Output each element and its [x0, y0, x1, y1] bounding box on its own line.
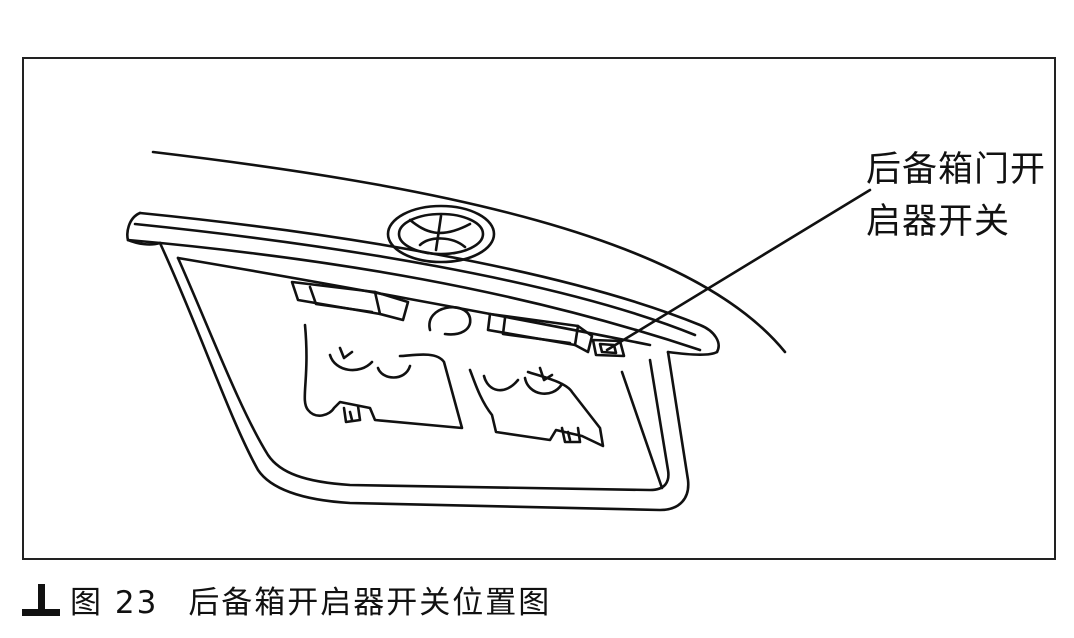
- callout-leader: [605, 188, 872, 352]
- lid-left-cap: [126, 211, 142, 242]
- callout-line-1: 后备箱门开: [866, 150, 1047, 190]
- lid-edge-lower: [126, 238, 702, 352]
- figure-frame: [22, 57, 1056, 560]
- figure-title: 后备箱开启器开关位置图: [188, 584, 552, 621]
- lid-lip-right: [666, 350, 719, 356]
- license-light-left: [290, 280, 410, 322]
- bracket-left: [303, 323, 464, 430]
- section-mark-icon: [22, 580, 60, 618]
- lid-lip-left: [126, 238, 162, 246]
- license-light-right: [486, 312, 594, 354]
- lid-edge-inner: [133, 222, 697, 337]
- panel-right-edge: [620, 370, 664, 490]
- bracket-right: [468, 366, 605, 448]
- panel-inner: [176, 256, 670, 492]
- lock-cylinder: [428, 305, 472, 336]
- switch-callout-label: 后备箱门开 启器开关: [866, 144, 1047, 248]
- figure-number: 图 23: [70, 584, 159, 621]
- panel-outline: [158, 241, 690, 512]
- opener-switch: [591, 338, 626, 358]
- body-curve: [151, 150, 787, 354]
- lid-edge-outer: [138, 211, 720, 354]
- figure-caption: 图 23 后备箱开启器开关位置图: [22, 574, 551, 624]
- panel-inner-top: [176, 256, 652, 347]
- callout-line-2: 启器开关: [866, 202, 1011, 242]
- emblem: [386, 204, 496, 264]
